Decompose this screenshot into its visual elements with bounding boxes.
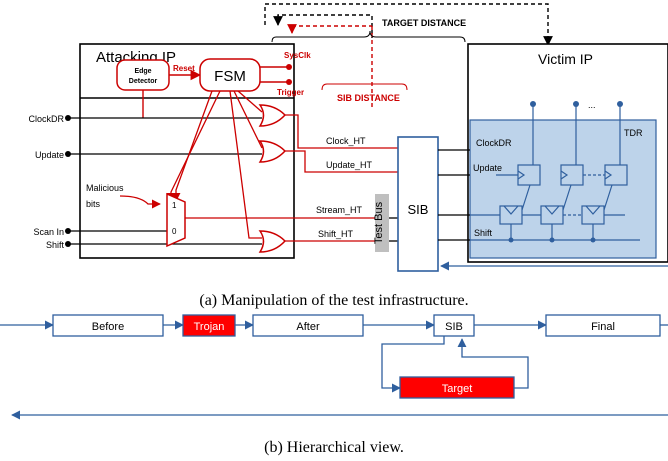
target-distance-label: TARGET DISTANCE [382,18,466,28]
input-lines: ClockDR Update Scan In Shift [28,114,262,250]
sib-victim-lines [438,149,470,241]
after-label: After [296,321,320,333]
edge-detector-box [116,59,170,91]
or-gates [258,104,287,253]
shift-ht-label: Shift_HT [318,229,354,239]
edge-detector-label-2: Detector [129,78,158,85]
scan-in-label: Scan In [33,227,64,237]
malicious-label-2: bits [86,199,101,209]
shift-registers [470,184,640,241]
sib-label: SIB [408,202,429,217]
test-bus [375,194,389,252]
tdr-label: TDR [624,128,643,138]
sib-distance-label: SIB DISTANCE [337,93,400,103]
victim-shift-label: Shift [474,228,493,238]
sib-distance-bracket: SIB DISTANCE [321,83,408,103]
victim-update-label: Update [473,163,502,173]
victim-clockdr-label: ClockDR [476,138,512,148]
mux-one-label: 1 [172,201,177,210]
clock-ht-label: Clock_HT [326,136,366,146]
malicious-label-1: Malicious [86,183,124,193]
ht-output-lines [285,114,398,242]
clockdr-input-label: ClockDR [28,114,64,124]
before-label: Before [92,321,124,333]
tdr-region [469,119,657,259]
shift-input-label: Shift [46,240,65,250]
distance-loops [264,3,553,110]
update-registers [496,104,628,186]
mux-zero-label: 0 [172,227,177,236]
trojan-label: Trojan [194,321,225,333]
mux [166,192,186,248]
sib-block-label: SIB [445,321,463,333]
victim-ip-title: Victim IP [538,51,593,67]
attacking-ip-box [79,43,295,259]
update-input-label: Update [35,150,64,160]
hierarchical-view: Before Trojan After SIB Final Target [0,314,668,420]
target-label: Target [442,383,473,395]
caption-a: (a) Manipulation of the test infrastruct… [199,292,468,309]
target-distance-bracket: TARGET DISTANCE [271,18,466,43]
registers-ellipsis: ... [588,100,596,110]
stream-ht-label: Stream_HT [316,205,363,215]
reset-label: Reset [173,64,195,73]
test-bus-label: Test Bus [373,201,385,244]
sysclk-label: SysClk [284,51,311,60]
fsm-label: FSM [214,68,246,85]
update-ht-label: Update_HT [326,160,373,170]
final-label: Final [591,321,615,333]
trigger-label: Trigger [277,88,304,97]
caption-b: (b) Hierarchical view. [264,439,404,456]
edge-detector-label-1: Edge [134,68,151,75]
sib-box [397,136,439,272]
